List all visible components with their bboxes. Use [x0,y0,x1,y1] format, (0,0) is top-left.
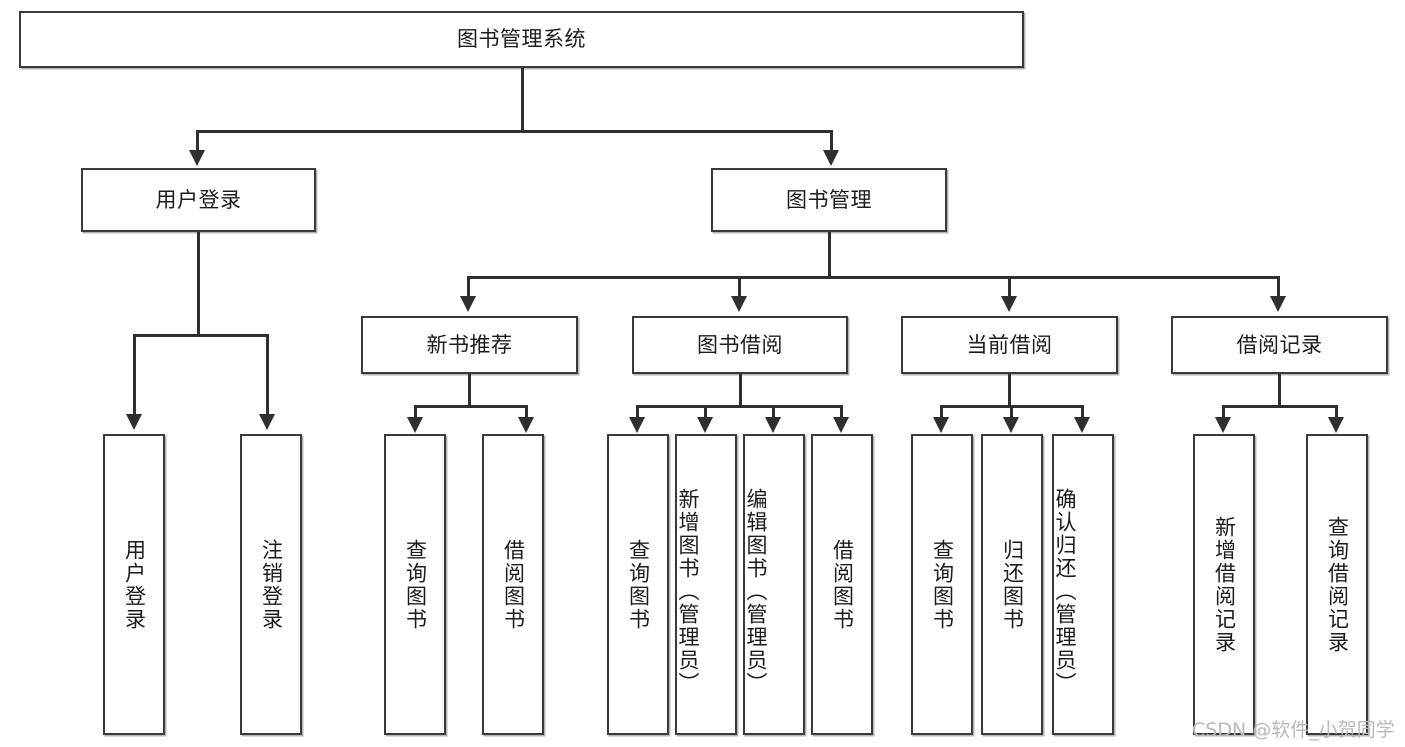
arrowhead-book-borrow-leaf-2 [697,417,713,433]
node-book-management[interactable]: 图书管理 [711,168,947,232]
leaf-borrow-book[interactable]: 借阅图书 [811,434,873,735]
connector-root-bus [196,130,833,133]
node-label: 用户登录 [155,187,242,212]
leaf-borrow-book-recommend[interactable]: 借阅图书 [482,434,544,735]
leaf-query-book-borrow[interactable]: 查询图书 [607,434,669,735]
leaf-user-login[interactable]: 用户登录 [103,434,165,735]
connector-current-borrow-leaf-1 [940,405,943,419]
connector-book-borrow-leaf-3 [772,405,775,419]
arrowhead-root-to-user-login [189,150,205,166]
leaf-add-book-admin[interactable]: 新增图书（管理员） [675,434,737,735]
connector-book-borrow-leaf-2 [704,405,707,419]
connector-book-manage-stem [828,232,831,278]
connector-borrow-record-stem [1278,374,1281,407]
connector-user-login-bus [133,334,269,337]
connector-new-book-leaf-1 [414,405,417,419]
arrowhead-user-login-leaf-2 [259,414,275,430]
node-label: 借阅图书 [830,538,855,631]
node-root-system[interactable]: 图书管理系统 [19,11,1024,68]
arrowhead-borrow-record-leaf-1 [1215,417,1231,433]
leaf-query-book-recommend[interactable]: 查询图书 [384,434,446,735]
node-label: 新书推荐 [426,332,513,357]
connector-root-stem [521,68,524,131]
node-label: 查询借阅记录 [1325,515,1350,654]
connector-root-to-book-manage [830,130,833,152]
node-current-borrow[interactable]: 当前借阅 [901,316,1118,374]
node-user-login[interactable]: 用户登录 [81,168,316,232]
connector-new-book-stem [468,374,471,407]
connector-root-to-user-login [196,130,199,152]
node-label: 注销登录 [259,538,284,631]
arrowhead-root-to-book-manage [823,150,839,166]
node-label: 查询图书 [930,538,955,631]
arrowhead-user-login-leaf-1 [126,414,142,430]
node-label: 用户登录 [122,538,147,631]
arrowhead-book-manage-to-new-book [460,296,476,312]
connector-book-borrow-stem [739,374,742,407]
connector-book-borrow-leaf-1 [636,405,639,419]
connector-book-borrow-bus [636,405,843,408]
node-label: 编辑图书（管理员） [744,488,768,695]
arrowhead-current-borrow-leaf-3 [1074,417,1090,433]
connector-book-manage-to-record [1277,276,1280,298]
connector-user-login-leaf-2 [266,334,269,416]
arrowhead-book-borrow-leaf-3 [765,417,781,433]
leaf-confirm-return-admin[interactable]: 确认归还（管理员） [1052,434,1114,735]
arrowhead-new-book-leaf-1 [407,417,423,433]
node-label: 查询图书 [626,538,651,631]
connector-user-login-stem [197,232,200,336]
connector-book-borrow-leaf-4 [840,405,843,419]
leaf-logout[interactable]: 注销登录 [240,434,302,735]
node-label: 图书借阅 [697,332,783,357]
leaf-add-borrow-record[interactable]: 新增借阅记录 [1193,434,1255,735]
leaf-return-book[interactable]: 归还图书 [981,434,1043,735]
connector-user-login-leaf-1 [133,334,136,416]
arrowhead-book-manage-to-record [1270,296,1286,312]
connector-borrow-record-leaf-2 [1335,405,1338,419]
connector-new-book-leaf-2 [525,405,528,419]
connector-current-borrow-leaf-2 [1010,405,1013,419]
arrowhead-book-manage-to-borrow [731,296,747,312]
node-label: 归还图书 [1000,538,1025,631]
node-label: 新增借阅记录 [1212,515,1237,654]
arrowhead-borrow-record-leaf-2 [1328,417,1344,433]
connector-book-manage-bus [467,276,1280,279]
arrowhead-current-borrow-leaf-1 [933,417,949,433]
node-new-book-recommend[interactable]: 新书推荐 [361,316,578,374]
connector-book-manage-to-borrow [738,276,741,298]
node-borrow-record[interactable]: 借阅记录 [1171,316,1388,374]
node-label: 借阅记录 [1236,332,1323,357]
watermark-text: CSDN @软件_小贺同学 [1192,719,1395,741]
node-label: 当前借阅 [966,332,1053,357]
arrowhead-book-manage-to-current [1001,296,1017,312]
node-book-borrow[interactable]: 图书借阅 [632,316,848,374]
node-label: 图书管理 [786,187,872,212]
node-label: 图书管理系统 [457,27,586,52]
connector-current-borrow-stem [1008,374,1011,407]
node-label: 新增图书（管理员） [676,488,700,695]
node-label: 查询图书 [403,538,428,631]
arrowhead-book-borrow-leaf-4 [833,417,849,433]
arrowhead-book-borrow-leaf-1 [629,417,645,433]
arrowhead-current-borrow-leaf-2 [1003,417,1019,433]
node-label: 确认归还（管理员） [1053,488,1077,695]
connector-new-book-bus [414,405,528,408]
connector-book-manage-to-current [1008,276,1011,298]
connector-book-manage-to-new-book [467,276,470,298]
leaf-edit-book-admin[interactable]: 编辑图书（管理员） [743,434,805,735]
connector-borrow-record-bus [1222,405,1338,408]
leaf-query-borrow-record[interactable]: 查询借阅记录 [1306,434,1368,735]
node-label: 借阅图书 [501,538,526,631]
arrowhead-new-book-leaf-2 [518,417,534,433]
leaf-query-book-current[interactable]: 查询图书 [911,434,973,735]
connector-borrow-record-leaf-1 [1222,405,1225,419]
connector-current-borrow-leaf-3 [1081,405,1084,419]
